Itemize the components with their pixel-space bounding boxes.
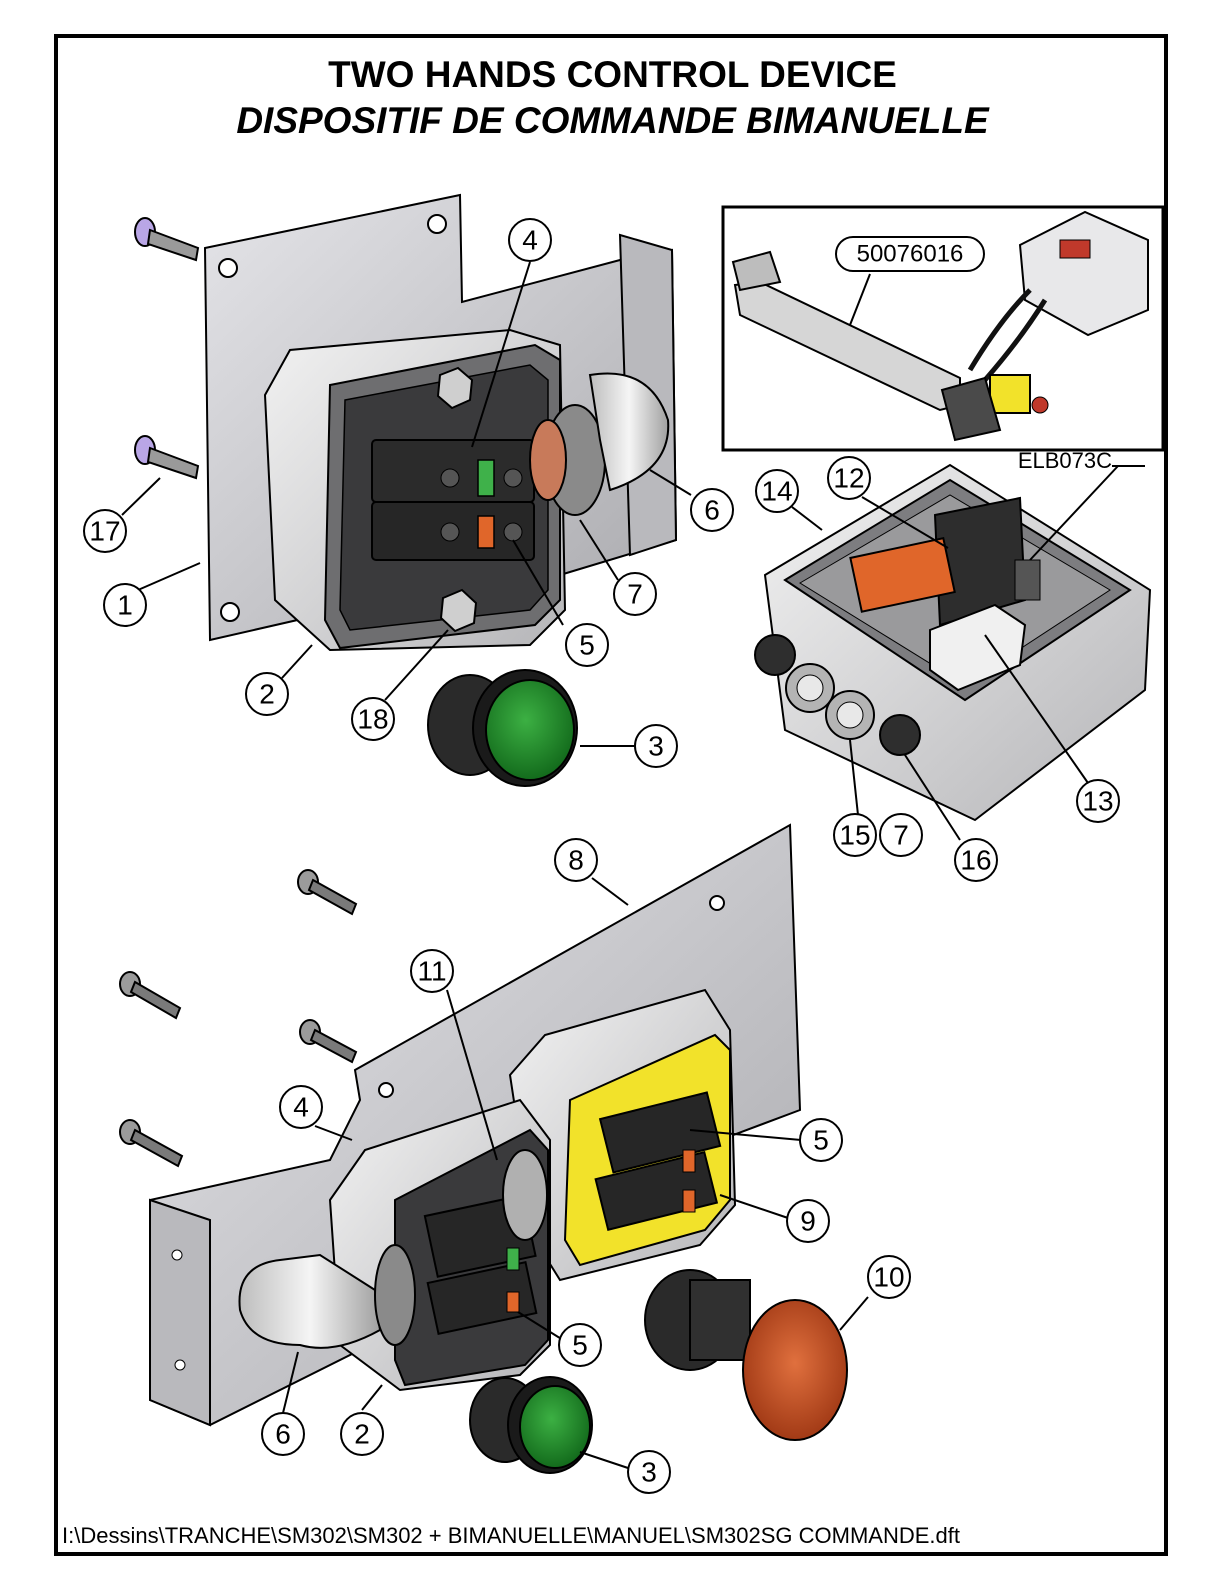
top-assembly	[135, 195, 676, 786]
callout-5-bottom: 5	[559, 1324, 601, 1366]
callout-18: 18	[352, 698, 394, 740]
callout-14: 14	[756, 470, 798, 512]
callout-number: 11	[417, 956, 446, 987]
callout-5-right: 5	[800, 1119, 842, 1161]
callout-5-top: 5	[566, 624, 608, 666]
bottom-assembly	[120, 825, 847, 1473]
callout-number: 2	[259, 679, 275, 710]
callout-17: 17	[84, 510, 126, 552]
callout-9: 9	[787, 1200, 829, 1242]
callout-number: 2	[354, 1419, 370, 1450]
callout-4-bottom: 4	[280, 1086, 322, 1128]
callout-3-top: 3	[635, 725, 677, 767]
callout-4-top: 4	[509, 219, 551, 261]
callout-number: 12	[833, 463, 864, 494]
callout-3-bottom: 3	[628, 1451, 670, 1493]
callout-number: 4	[293, 1092, 309, 1123]
callout-number: 16	[960, 845, 991, 876]
callout-number: 13	[1082, 786, 1113, 817]
callout-number: 9	[800, 1206, 816, 1237]
gland-16-left	[755, 635, 795, 675]
callout-number: 5	[579, 630, 595, 661]
callout-number: 7	[893, 820, 909, 851]
green-pushbutton-3	[428, 670, 577, 786]
elb-ref-label: ELB073C	[1018, 448, 1112, 473]
callout-number: 3	[641, 1457, 657, 1488]
callout-8: 8	[555, 839, 597, 881]
callout-number: 3	[648, 731, 664, 762]
green-pushbutton-3-bottom	[470, 1377, 592, 1473]
callout-6-top: 6	[691, 489, 733, 531]
callout-number: 5	[572, 1330, 588, 1361]
callout-number: 15	[839, 820, 870, 851]
callout-number: 1	[117, 590, 133, 621]
callout-1: 1	[104, 584, 146, 626]
callout-number: 6	[704, 495, 720, 526]
callout-2-top: 2	[246, 673, 288, 715]
file-path-footer: I:\Dessins\TRANCHE\SM302\SM302 + BIMANUE…	[62, 1523, 960, 1549]
callout-number: 6	[275, 1419, 291, 1450]
inset-yellow-station	[990, 375, 1030, 413]
callout-7-top: 7	[614, 573, 656, 615]
callout-2-bottom: 2	[341, 1413, 383, 1455]
callout-number: 8	[568, 845, 584, 876]
screws-plate-8	[120, 870, 356, 1166]
callout-number: 7	[627, 579, 643, 610]
screw-17-top	[135, 218, 198, 260]
callout-number: 17	[89, 516, 120, 547]
inset-part-number: 50076016	[857, 241, 964, 268]
callout-13: 13	[1077, 780, 1119, 822]
callout-6-bottom: 6	[262, 1413, 304, 1455]
callout-11: 11	[411, 950, 453, 992]
callout-number: 4	[522, 225, 538, 256]
gland-16	[880, 715, 920, 755]
callout-number: 5	[813, 1125, 829, 1156]
callout-7-box: 7	[880, 814, 922, 856]
screw-17-bottom	[135, 436, 198, 478]
callout-16: 16	[955, 839, 997, 881]
callout-10: 10	[868, 1256, 910, 1298]
callout-number: 14	[761, 476, 792, 507]
callout-number: 18	[357, 704, 388, 735]
inset-part-label: 50076016	[836, 237, 984, 271]
callout-15: 15	[834, 814, 876, 856]
callout-12: 12	[828, 457, 870, 499]
callout-number: 10	[873, 1262, 904, 1293]
junction-box-assembly	[755, 465, 1150, 820]
emergency-stop-10	[645, 1270, 847, 1440]
